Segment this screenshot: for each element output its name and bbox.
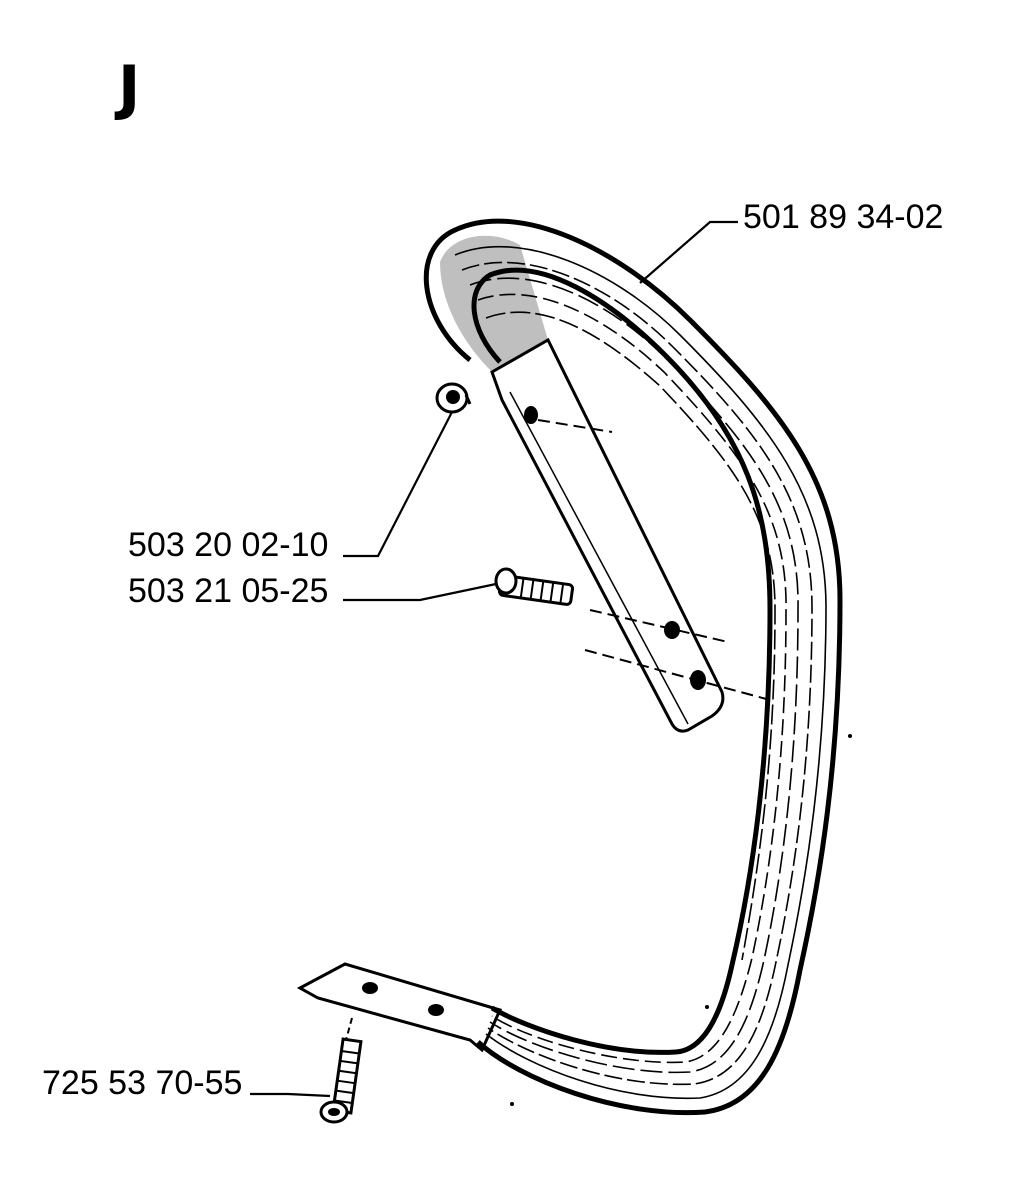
part-number-label: 503 20 02-10 [128,526,328,564]
part-number-label: 725 53 70-55 [42,1064,242,1102]
bolt-icon [343,567,575,606]
nut-icon [343,382,472,558]
part-number-label: 503 21 05-25 [128,572,328,610]
section-letter: J [114,53,140,123]
part-number-label: 501 89 34-02 [743,198,943,236]
screw-icon [250,1017,363,1124]
front-handle-icon [296,218,843,1116]
